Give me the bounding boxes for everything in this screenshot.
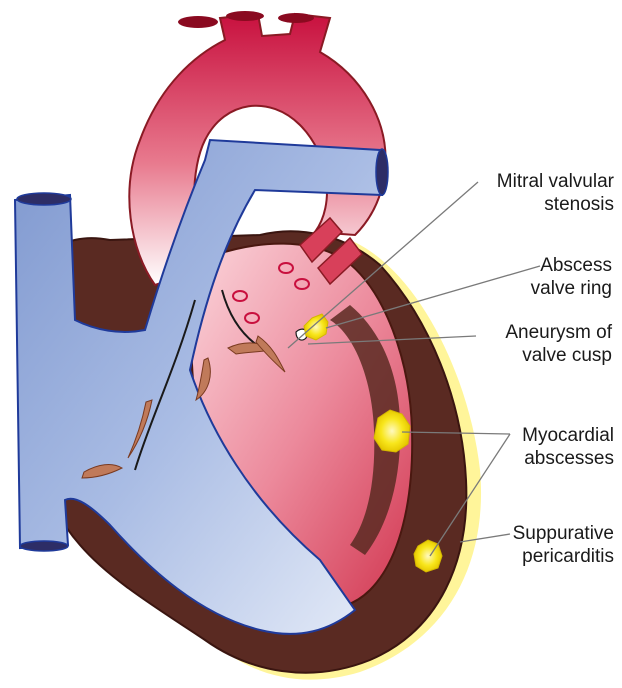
label-line: Myocardial: [522, 424, 614, 447]
label-line: abscesses: [522, 447, 614, 470]
aorta-branch-3: [278, 13, 314, 23]
label-suppurative-pericarditis: Suppurative pericarditis: [513, 522, 614, 568]
pulmonary-artery-opening: [376, 149, 388, 195]
label-line: Aneurysm of: [505, 321, 612, 344]
aorta-branch-2: [226, 11, 264, 21]
label-myocardial-abscesses: Myocardial abscesses: [522, 424, 614, 470]
label-line: valve ring: [531, 277, 612, 300]
label-line: stenosis: [497, 193, 614, 216]
aorta-branch-1: [178, 16, 218, 28]
svc-opening: [17, 193, 71, 205]
ivc-opening: [20, 541, 68, 551]
label-line: Suppurative: [513, 522, 614, 545]
label-line: Mitral valvular: [497, 170, 614, 193]
label-line: pericarditis: [513, 545, 614, 568]
label-aneurysm-of-valve-cusp: Aneurysm of valve cusp: [505, 321, 612, 367]
label-line: valve cusp: [505, 344, 612, 367]
label-mitral-valvular-stenosis: Mitral valvular stenosis: [497, 170, 614, 216]
label-line: Abscess: [531, 254, 612, 277]
label-abscess-valve-ring: Abscess valve ring: [531, 254, 612, 300]
